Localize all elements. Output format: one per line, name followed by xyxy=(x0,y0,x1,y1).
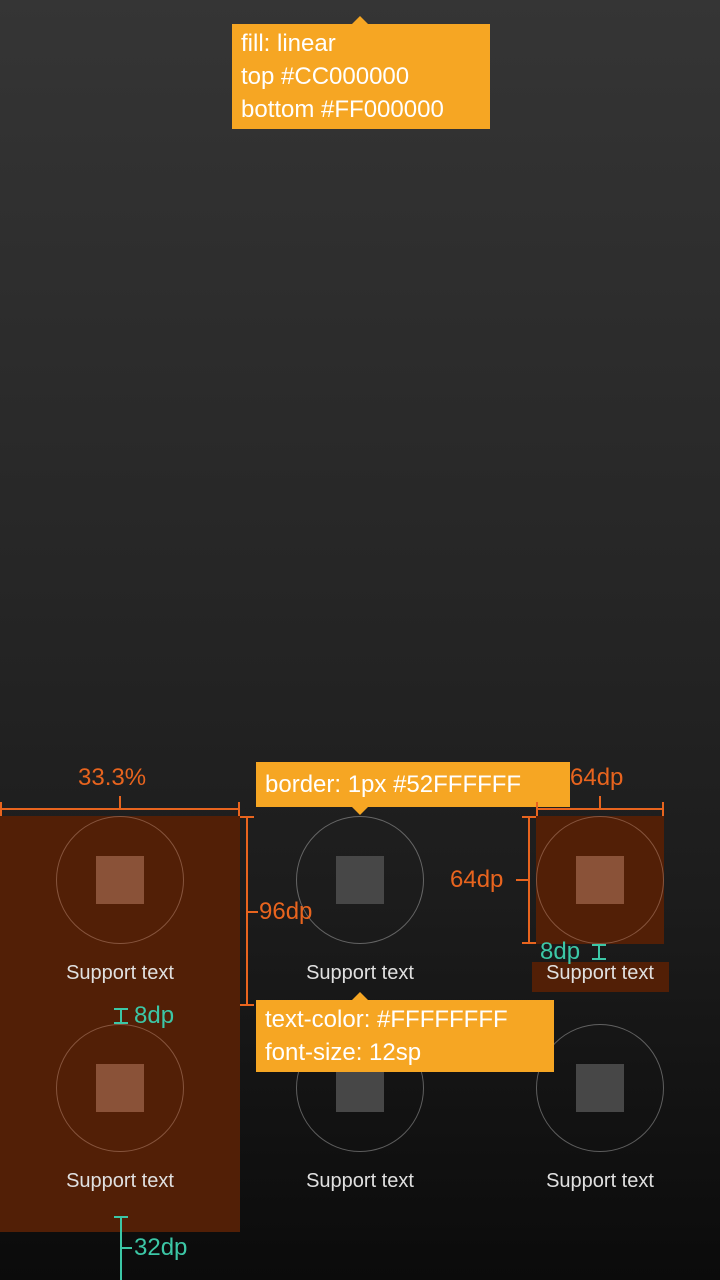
support-text: Support text xyxy=(66,962,174,984)
measure-tick xyxy=(122,1247,132,1249)
support-text: Support text xyxy=(546,1170,654,1192)
column-width-label: 33.3% xyxy=(78,764,147,791)
placeholder-icon xyxy=(96,856,144,904)
measure-line xyxy=(528,816,530,944)
measure-tick xyxy=(522,816,536,818)
support-text: Support text xyxy=(546,962,654,984)
icon-ring xyxy=(536,1024,664,1152)
icon-width-label: 64dp xyxy=(570,764,624,791)
gradient-callout-pointer xyxy=(352,16,368,24)
measure-tick xyxy=(662,802,664,816)
gradient-callout: fill: linear top #CC000000 bottom #FF000… xyxy=(232,24,490,129)
callout-line: font-size: 12sp xyxy=(265,1039,422,1066)
measure-tick xyxy=(240,816,254,818)
measure-line xyxy=(536,808,664,810)
placeholder-icon xyxy=(336,1064,384,1112)
border-callout-pointer xyxy=(352,807,368,815)
measure-tick xyxy=(522,942,536,944)
measure-line xyxy=(120,1216,122,1280)
measure-tick xyxy=(119,796,121,808)
text-callout-pointer xyxy=(352,992,368,1000)
measure-tick xyxy=(0,802,2,816)
callout-line: border: 1px #52FFFFFF xyxy=(265,771,522,798)
icon-height-label: 64dp xyxy=(450,866,504,893)
support-text: Support text xyxy=(66,1170,174,1192)
icon-ring xyxy=(536,816,664,944)
measure-line xyxy=(246,816,248,1006)
cell-height-label: 96dp xyxy=(259,898,313,925)
measure-tick xyxy=(240,1004,254,1006)
callout-line: fill: linear xyxy=(241,30,336,57)
grid-cell[interactable]: Support text xyxy=(480,816,720,1024)
placeholder-icon xyxy=(576,856,624,904)
icon-ring xyxy=(56,816,184,944)
callout-line: top #CC000000 xyxy=(241,63,410,90)
support-text: Support text xyxy=(306,1170,414,1192)
grid-cell[interactable]: Support text xyxy=(240,816,480,1024)
measure-line xyxy=(598,944,600,960)
icon-ring xyxy=(296,816,424,944)
callout-line: bottom #FF000000 xyxy=(241,96,444,123)
text-highlight xyxy=(532,962,669,992)
grid-cell[interactable]: Support text xyxy=(240,1024,480,1232)
grid-cell[interactable]: Support text xyxy=(480,1024,720,1232)
grid-cell[interactable]: Support text xyxy=(0,816,240,1024)
placeholder-icon xyxy=(96,1064,144,1112)
measure-tick xyxy=(599,796,601,808)
placeholder-icon xyxy=(576,1064,624,1112)
measure-tick xyxy=(536,802,538,816)
measure-tick xyxy=(238,802,240,816)
callout-line: text-color: #FFFFFFFF xyxy=(265,1006,508,1033)
support-text: Support text xyxy=(306,962,414,984)
bottom-margin-label: 32dp xyxy=(134,1234,188,1261)
text-callout: text-color: #FFFFFFFF font-size: 12sp xyxy=(256,1000,554,1072)
border-callout: border: 1px #52FFFFFF xyxy=(256,762,570,807)
measure-tick xyxy=(516,879,528,881)
row-gap-label: 8dp xyxy=(134,1002,175,1029)
grid-cell[interactable]: Support text xyxy=(0,1024,240,1232)
measure-line xyxy=(0,808,240,810)
placeholder-icon xyxy=(336,856,384,904)
measure-line xyxy=(120,1008,122,1024)
measure-tick xyxy=(248,911,258,913)
text-gap-label: 8dp xyxy=(540,938,581,965)
measure-tick xyxy=(114,1022,128,1024)
measure-tick xyxy=(592,958,606,960)
icon-ring xyxy=(56,1024,184,1152)
